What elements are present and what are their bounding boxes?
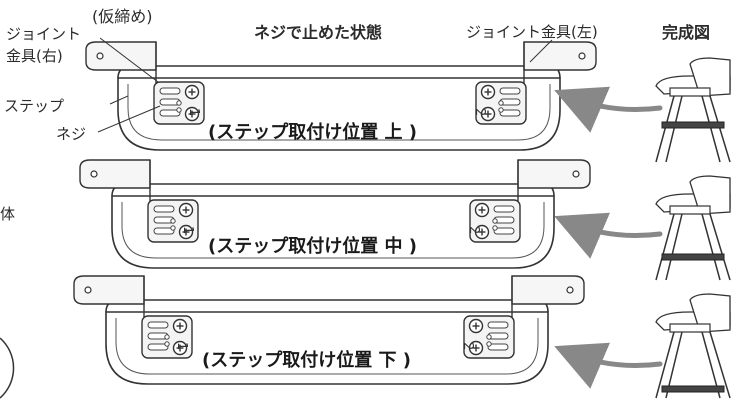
footrest-step (661, 253, 725, 261)
footrest-step (661, 121, 725, 129)
left-joint-bracket: 2 (472, 81, 527, 125)
caption-position-middle: (ステップ取付け位置 中 ) (208, 236, 417, 257)
left-bracket-mark: 2 (472, 108, 487, 116)
partial-circle-fragment (0, 337, 15, 399)
left-bracket-mark: 2 (460, 342, 475, 350)
high-chair-illustration-middle (655, 175, 731, 281)
right-joint-bracket: 1 (147, 199, 199, 243)
right-bracket-mark: 1 (174, 342, 189, 350)
leader-screw (97, 105, 161, 133)
arrow-to-chair-icon (554, 212, 663, 259)
right-joint-bracket: 1 (153, 81, 205, 125)
left-joint-bracket: 2 (466, 199, 521, 243)
label-step: ステップ (4, 97, 65, 115)
right-bracket-mark: 1 (180, 226, 195, 234)
arrow-to-chair-icon (554, 342, 663, 389)
right-flange-tab (517, 159, 591, 189)
arrow-to-chair-icon (554, 86, 663, 133)
label-complete-view: 完成図 (662, 23, 711, 42)
caption-position-top: (ステップ取付け位置 上 ) (208, 122, 417, 143)
label-joint-left: ジョイント金具(左) (466, 23, 598, 41)
leader-joint-left (529, 39, 553, 63)
right-flange-tab (523, 41, 597, 71)
step-frame (105, 311, 549, 385)
high-chair-illustration-top (655, 57, 731, 163)
label-temporary: (仮締め) (92, 7, 153, 26)
right-joint-bracket: 1 (141, 315, 193, 359)
right-flange-tab (511, 275, 585, 305)
leader-joint-right (99, 37, 159, 83)
label-joint-right-line1: ジョイント (6, 25, 82, 43)
label-body-fragment: 体 (0, 205, 16, 223)
label-title-screw-state: ネジで止めた状態 (254, 23, 383, 42)
left-bracket-mark: 2 (466, 226, 481, 234)
caption-position-bottom: (ステップ取付け位置 下 ) (202, 350, 411, 371)
leader-step (109, 95, 129, 105)
step-frame (111, 195, 555, 269)
label-joint-right-line2: 金具(右) (6, 47, 63, 65)
high-chair-illustration-bottom (655, 293, 731, 399)
footrest-step (661, 385, 725, 393)
right-bracket-mark: 1 (186, 108, 201, 116)
label-screw: ネジ (56, 125, 87, 143)
left-joint-bracket: 2 (460, 315, 515, 359)
